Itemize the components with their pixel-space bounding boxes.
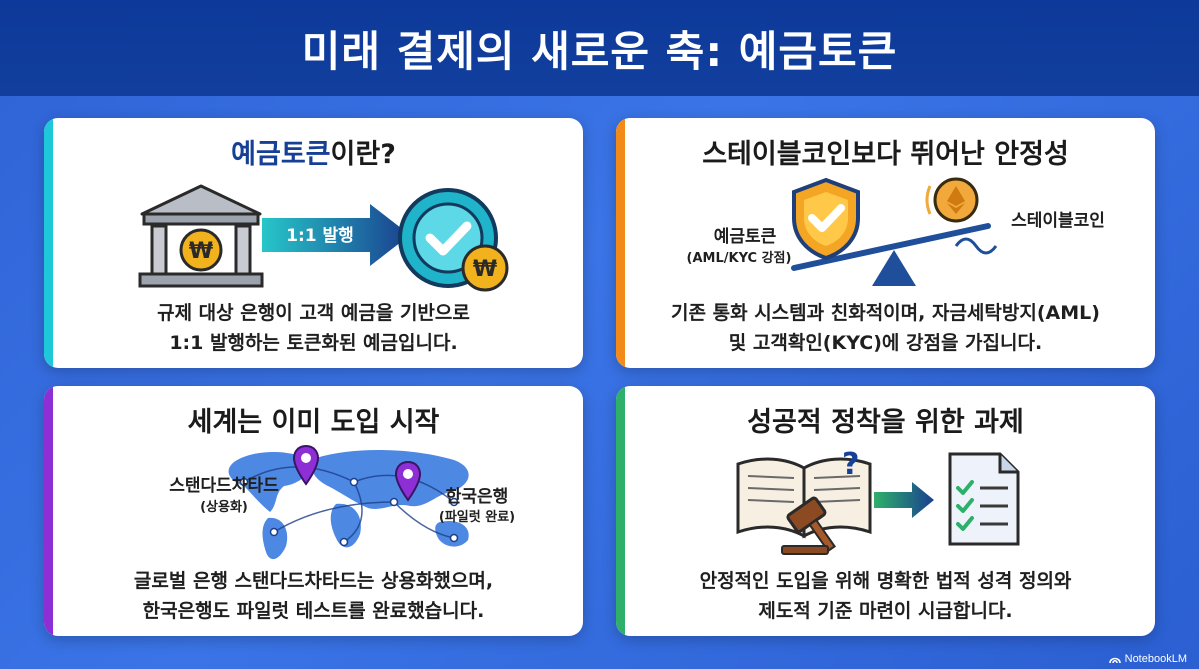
card-stripe: [616, 386, 625, 636]
card-stripe: [616, 118, 625, 368]
svg-text:?: ?: [842, 447, 859, 482]
world-map-illustration: [228, 449, 469, 560]
body-line: 및 고객확인(KYC)에 강점을 가집니다.: [728, 332, 1043, 354]
notebooklm-watermark: NotebookLM: [1108, 653, 1187, 665]
body-line: 안정적인 도입을 위해 명확한 법적 성격 정의와: [699, 570, 1072, 592]
standard-chartered-sublabel: (상용화): [200, 500, 248, 515]
shield-check-icon: [792, 177, 860, 261]
bank-icon: ₩: [138, 184, 264, 288]
notebooklm-logo-icon: [1108, 657, 1121, 664]
card-body: 기존 통화 시스템과 친화적이며, 자금세탁방지(AML) 및 고객확인(KYC…: [636, 298, 1135, 358]
card-title: 예금토큰이란?: [44, 132, 583, 171]
card-title-highlight: 예금토큰: [231, 139, 331, 170]
ethereum-coin-icon: [925, 177, 979, 223]
card-stripe: [44, 118, 53, 368]
svg-text:₩: ₩: [189, 239, 213, 264]
stablecoin-label: 스테이블코인: [1011, 211, 1105, 231]
card-world: 세계는 이미 도입 시작 스탠다드차타드 (상용화) 한국은행 (파일럿 완료)…: [44, 386, 583, 636]
card-title: 스테이블코인보다 뛰어난 안정성: [702, 139, 1069, 170]
body-line: 규제 대상 은행이 고객 예금을 기반으로: [157, 302, 470, 324]
card-title: 성공적 정착을 위한 과제: [747, 407, 1024, 438]
law-book-gavel-icon: ?: [736, 447, 872, 555]
body-line: 제도적 기준 마련이 시급합니다.: [758, 600, 1013, 622]
arrow-right-icon: [874, 482, 934, 518]
checklist-document-icon: [948, 452, 1020, 546]
balance-scale-illustration: [791, 223, 998, 286]
page-title: 미래 결제의 새로운 축: 예금토큰: [301, 26, 898, 76]
card-tasks: 성공적 정착을 위한 과제 ?: [616, 386, 1155, 636]
card-title: 세계는 이미 도입 시작: [187, 407, 440, 438]
card-stability: 스테이블코인보다 뛰어난 안정성 예금토큰 (AML/KYC 강점) 스테이블코…: [616, 118, 1155, 368]
header-banner: 미래 결제의 새로운 축: 예금토큰: [0, 0, 1199, 96]
watermark-text: NotebookLM: [1124, 653, 1187, 665]
arrow-label: 1:1 발행: [286, 226, 354, 246]
bank-of-korea-label: 한국은행: [445, 487, 509, 507]
card-intro: 예금토큰이란? ₩ 1:1 발행 ₩ 규제 대상 은행이 고객 예금을 기반으로…: [44, 118, 583, 368]
token-check-icon: ₩: [398, 188, 509, 292]
svg-text:₩: ₩: [473, 257, 497, 282]
body-line: 한국은행도 파일럿 테스트를 완료했습니다.: [142, 600, 485, 622]
body-line: 글로벌 은행 스탠다드차타드는 상용화했으며,: [133, 570, 494, 592]
card-body: 규제 대상 은행이 고객 예금을 기반으로 1:1 발행하는 토큰화된 예금입니…: [64, 298, 563, 358]
location-pin-icon: [292, 444, 320, 486]
body-line: 1:1 발행하는 토큰화된 예금입니다.: [169, 332, 458, 354]
standard-chartered-label: 스탠다드차타드: [169, 476, 279, 496]
arrow-right-icon: [262, 204, 410, 266]
card-title-rest: 이란?: [330, 139, 396, 170]
card-body: 글로벌 은행 스탠다드차타드는 상용화했으며, 한국은행도 파일럿 테스트를 완…: [64, 566, 563, 626]
body-line: 기존 통화 시스템과 친화적이며, 자금세탁방지(AML): [671, 302, 1100, 324]
card-body: 안정적인 도입을 위해 명확한 법적 성격 정의와 제도적 기준 마련이 시급합…: [636, 566, 1135, 626]
location-pin-icon: [394, 460, 422, 502]
deposit-token-label: 예금토큰: [713, 227, 777, 247]
deposit-token-sublabel: (AML/KYC 강점): [686, 251, 792, 266]
bank-of-korea-sublabel: (파일럿 완료): [438, 510, 516, 525]
card-stripe: [44, 386, 53, 636]
